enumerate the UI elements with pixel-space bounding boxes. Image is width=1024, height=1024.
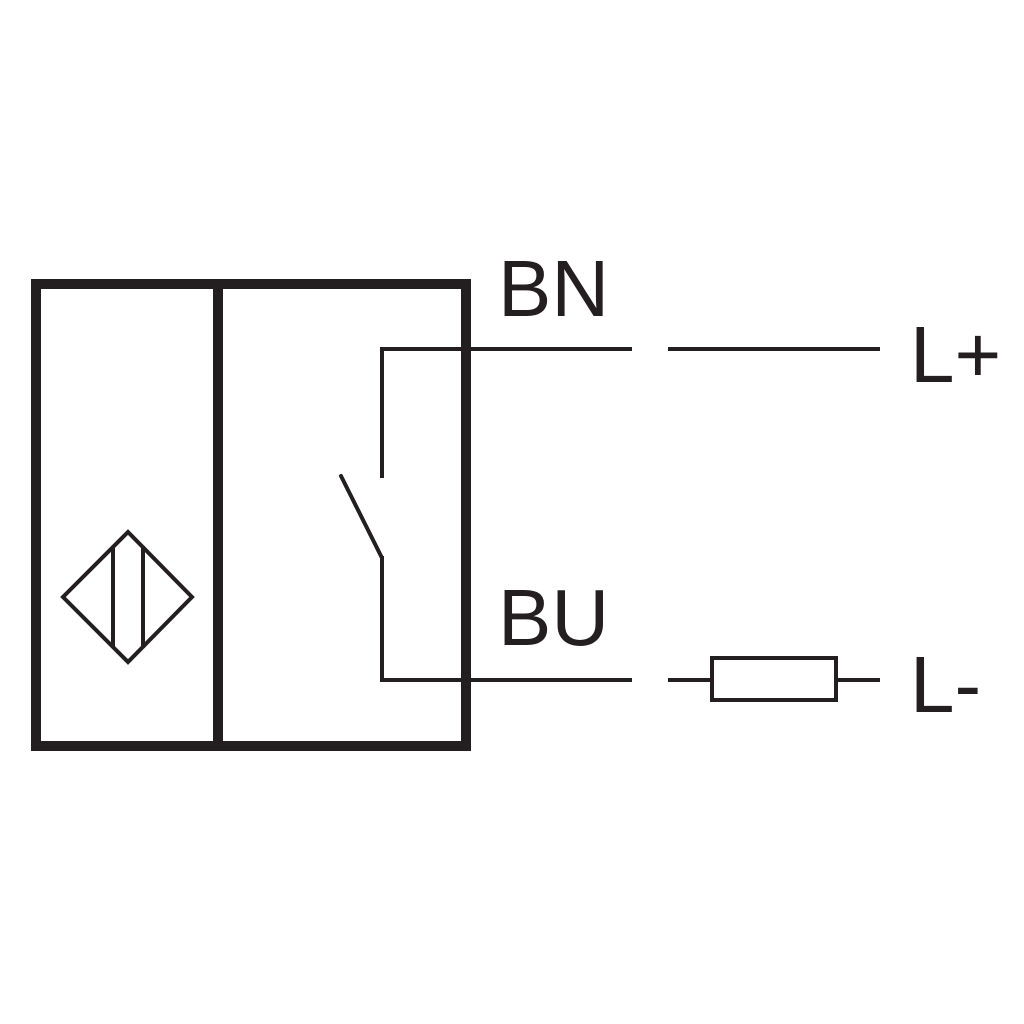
housing-outline <box>31 279 471 751</box>
blue-wire-label: BU <box>498 573 609 662</box>
inductive-sensor-diamond-icon <box>60 529 195 665</box>
normally-open-switch-icon <box>339 348 384 680</box>
brown-wire-label: BN <box>498 244 609 333</box>
sensor-housing <box>31 279 471 751</box>
negative-terminal-label: L- <box>910 640 981 729</box>
load-resistor-icon <box>710 656 838 702</box>
blue-wire <box>380 656 880 702</box>
positive-terminal-label: L+ <box>910 310 1001 399</box>
